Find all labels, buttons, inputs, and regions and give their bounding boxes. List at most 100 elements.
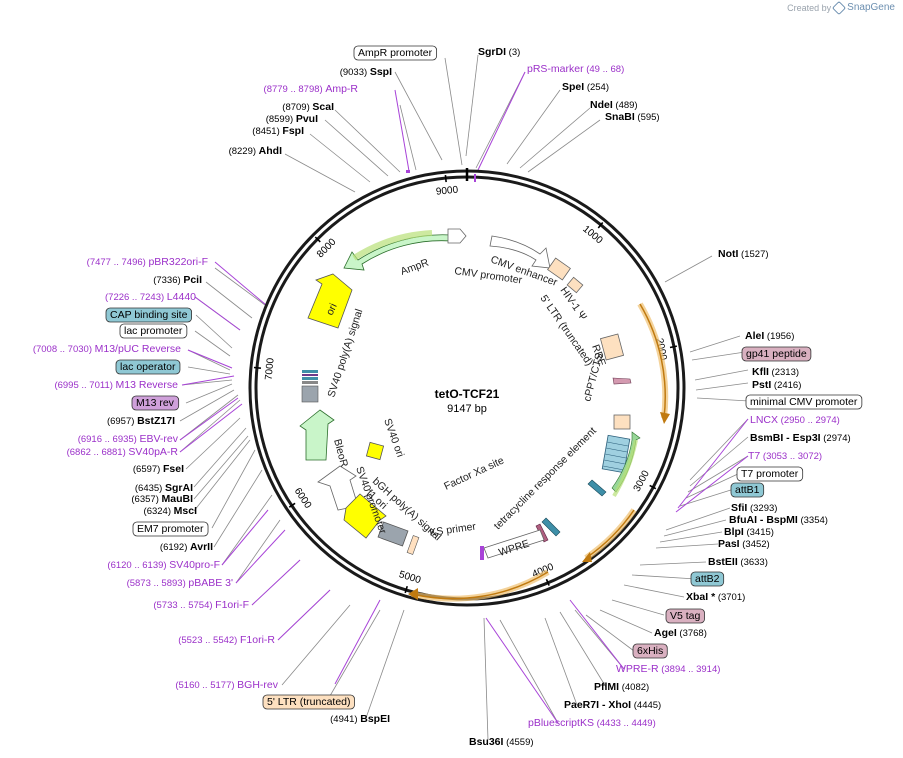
outer-label[interactable]: NotI (1527) (718, 248, 769, 260)
rre-box[interactable] (599, 333, 625, 361)
label-coords: (7008 .. 7030) (33, 344, 95, 355)
outer-label[interactable]: LNCX (2950 .. 2974) (750, 414, 840, 426)
outer-label[interactable]: (6957) BstZ17I (107, 415, 175, 427)
outer-label[interactable]: BlpI (3415) (724, 526, 774, 538)
outer-label[interactable]: (8599) PvuI (266, 113, 318, 125)
outer-label[interactable]: attB2 (690, 571, 725, 587)
outer-label[interactable]: (8709) ScaI (282, 101, 334, 113)
outer-label[interactable]: (6995 .. 7011) M13 Reverse (54, 379, 178, 391)
outer-label[interactable]: pRS-marker (49 .. 68) (527, 63, 624, 75)
label-name: FspI (282, 125, 304, 137)
outer-label[interactable]: 5' LTR (truncated) (262, 694, 355, 710)
outer-label[interactable]: (6192) AvrII (160, 541, 213, 553)
label-coords: (8451) (252, 126, 282, 137)
outer-label[interactable]: WPRE-R (3894 .. 3914) (616, 663, 720, 675)
feature-arrows (299, 170, 641, 560)
ltr-box[interactable] (566, 276, 584, 294)
label-box (353, 45, 438, 61)
f1-ori-arrow[interactable] (343, 493, 387, 539)
outer-label[interactable]: T7 (3053 .. 3072) (748, 450, 822, 462)
outer-label[interactable]: (6357) MauBI (131, 493, 193, 505)
outer-label[interactable]: SpeI (254) (562, 81, 609, 93)
outer-label[interactable]: minimal CMV promoter (745, 394, 863, 410)
outer-label[interactable]: PasI (3452) (718, 538, 770, 550)
outer-label[interactable]: XbaI * (3701) (686, 591, 745, 603)
tcf21-orf-arrow-1[interactable] (639, 303, 666, 419)
outer-label[interactable]: KflI (2313) (752, 366, 799, 378)
outer-label[interactable]: SfiI (3293) (731, 502, 777, 514)
outer-label[interactable]: (8779 .. 8798) Amp-R (264, 83, 359, 95)
outer-label[interactable]: NdeI (489) (590, 99, 638, 111)
label-name: M13 rev (136, 397, 175, 409)
outer-label[interactable]: (6120 .. 6139) SV40pro-F (107, 559, 220, 571)
outer-label[interactable]: PaeR7I - XhoI (4445) (564, 699, 661, 711)
bleor-arrow[interactable] (317, 465, 359, 511)
sv40-promoter-arrow[interactable] (299, 409, 335, 461)
puro-arrow[interactable] (411, 571, 549, 600)
outer-label[interactable]: (5873 .. 5893) pBABE 3' (127, 577, 233, 589)
label-coords: (6862 .. 6881) (67, 447, 129, 458)
ampr-small-arrow[interactable] (447, 228, 467, 244)
outer-label[interactable]: AleI (1956) (745, 330, 794, 342)
outer-label[interactable]: (6324) MscI (144, 505, 198, 517)
outer-label[interactable]: AmpR promoter (353, 45, 438, 61)
outer-label[interactable]: gp41 peptide (741, 346, 812, 362)
orange-arcs (352, 230, 670, 602)
label-name: lac promoter (124, 325, 183, 337)
label-text: (8451) FspI (252, 125, 304, 137)
label-coords: (6957) (107, 416, 137, 427)
outer-label[interactable]: EM7 promoter (132, 521, 209, 537)
outer-label[interactable]: Bsu36I (4559) (469, 736, 534, 748)
outer-label[interactable]: attB1 (730, 482, 765, 498)
outer-label[interactable]: (8451) FspI (252, 125, 304, 137)
tre-element[interactable] (601, 434, 631, 474)
outer-label[interactable]: BfuAI - BspMI (3354) (729, 514, 828, 526)
outer-label[interactable]: (8229) AhdI (229, 145, 283, 157)
outer-label[interactable]: (7008 .. 7030) M13/pUC Reverse (33, 343, 181, 355)
ori-arrow[interactable] (307, 273, 353, 329)
label-coords: (4941) (330, 714, 360, 725)
outer-label[interactable]: (6916 .. 6935) EBV-rev (78, 433, 179, 445)
outer-label[interactable]: (7226 .. 7243) L4440 (105, 291, 196, 303)
label-name: PasI (718, 538, 740, 550)
outer-label[interactable]: BstEII (3633) (708, 556, 768, 568)
outer-label[interactable]: lac promoter (119, 323, 188, 339)
outer-label[interactable]: (5523 .. 5542) F1ori-R (178, 634, 275, 646)
outer-label[interactable]: BsmBI - Esp3I (2974) (750, 432, 851, 444)
label-text: PflMI (4082) (594, 681, 649, 693)
outer-label[interactable]: M13 rev (131, 395, 180, 411)
cppt-box[interactable] (613, 414, 631, 430)
outer-label[interactable]: 6xHis (632, 643, 668, 659)
label-coords: (5160 .. 5177) (175, 680, 237, 691)
label-text: pBluescriptKS (4433 .. 4449) (528, 717, 656, 729)
label-name: PstI (752, 379, 771, 391)
outer-label[interactable]: (6862 .. 6881) SV40pA-R (67, 446, 179, 458)
outer-label[interactable]: T7 promoter (736, 466, 804, 482)
outer-label[interactable]: CAP binding site (105, 307, 192, 323)
outer-label[interactable]: PstI (2416) (752, 379, 801, 391)
outer-label[interactable]: PflMI (4082) (594, 681, 649, 693)
outer-label[interactable]: (7477 .. 7496) pBR322ori-F (87, 256, 208, 268)
outer-label[interactable]: AgeI (3768) (654, 627, 707, 639)
outer-label[interactable]: (6435) SgrAI (135, 482, 193, 494)
inner-label-ampr: AmpR (399, 256, 431, 277)
cmv-enhancer-arrow[interactable] (489, 235, 551, 269)
outer-label[interactable]: (5733 .. 5754) F1ori-F (153, 599, 249, 611)
sv40-ori-box[interactable] (365, 441, 385, 461)
outer-label[interactable]: (6597) FseI (133, 463, 184, 475)
outer-label[interactable]: V5 tag (665, 608, 705, 624)
wpre-arrow[interactable] (483, 529, 545, 559)
outer-label[interactable]: (9033) SspI (340, 66, 392, 78)
label-text: (7477 .. 7496) pBR322ori-F (87, 256, 208, 268)
label-text: (8229) AhdI (229, 145, 283, 157)
label-box (115, 359, 181, 375)
outer-label[interactable]: lac operator (115, 359, 181, 375)
outer-label[interactable]: (5160 .. 5177) BGH-rev (175, 679, 278, 691)
outer-label[interactable]: SnaBI (595) (605, 111, 660, 123)
outer-label[interactable]: (4941) BspEI (330, 713, 390, 725)
hiv-psi-box[interactable] (547, 257, 571, 281)
outer-label[interactable]: (7336) PciI (153, 274, 202, 286)
outer-label[interactable]: SgrDI (3) (478, 46, 520, 58)
outer-label[interactable]: pBluescriptKS (4433 .. 4449) (528, 717, 656, 729)
bgh-box[interactable] (377, 521, 409, 547)
